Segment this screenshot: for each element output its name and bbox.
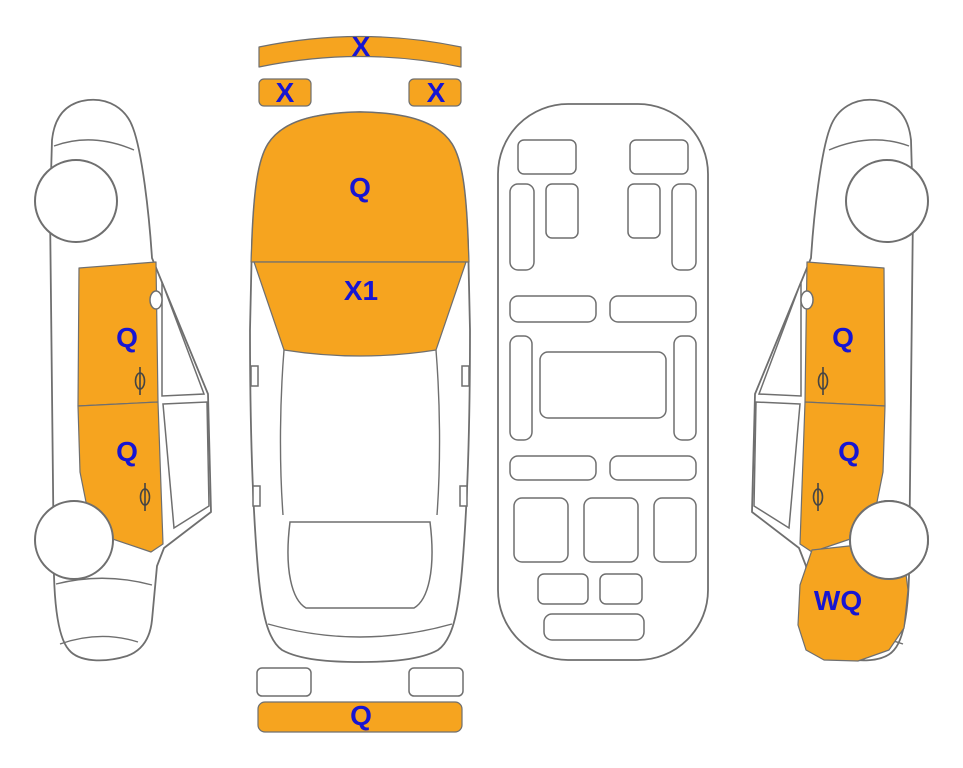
underside-component — [609, 295, 697, 323]
rear-window — [287, 521, 433, 609]
underside-component — [609, 455, 697, 481]
top-view-panel — [249, 35, 471, 733]
door-seam-mark — [459, 485, 468, 507]
damage-code-hood: Q — [349, 172, 371, 203]
roof-right-line — [435, 349, 441, 516]
underside-component — [629, 139, 689, 175]
right-side-view-panel — [751, 98, 929, 662]
damage-code-right-front-door: Q — [832, 322, 854, 353]
damage-code-left-front-door: Q — [116, 322, 138, 353]
front-right-corner-zone — [408, 78, 462, 107]
rear-right-corner-piece — [408, 667, 464, 697]
underside-component — [509, 183, 535, 271]
underside-component — [673, 335, 697, 441]
underside-component — [509, 455, 597, 481]
damage-code-front-left-corner: X — [275, 77, 295, 108]
underside-component — [599, 573, 643, 605]
underside-component — [509, 335, 533, 441]
damage-code-right-rear-door: Q — [838, 436, 860, 467]
damage-code-front-bumper: X — [351, 31, 371, 62]
damage-code-left-rear-door: Q — [116, 436, 138, 467]
underside-component — [545, 183, 579, 239]
damage-code-rear-bumper: Q — [350, 700, 372, 731]
underside-component — [627, 183, 661, 239]
left-side-view-panel — [34, 98, 212, 662]
underside-view-panel — [497, 103, 709, 661]
door-seam-mark — [461, 365, 470, 387]
underside-component — [543, 613, 645, 641]
damage-code-windshield: X1 — [343, 275, 379, 306]
front-bumper-zone — [258, 35, 462, 68]
door-seam-mark — [250, 365, 259, 387]
trunk-line — [267, 623, 453, 638]
damage-code-front-right-corner: X — [426, 77, 446, 108]
rear-left-corner-piece — [256, 667, 312, 697]
underside-component — [583, 497, 639, 563]
underside-component — [539, 351, 667, 419]
underside-component — [537, 573, 589, 605]
underside-component — [517, 139, 577, 175]
underside-component — [671, 183, 697, 271]
front-left-corner-zone — [258, 78, 312, 107]
damage-code-right-rear-quarter: WQ — [813, 585, 863, 616]
underside-component — [513, 497, 569, 563]
roof-left-line — [279, 349, 285, 516]
rear-bumper-zone — [257, 701, 463, 733]
underside-component — [509, 295, 597, 323]
door-seam-mark — [252, 485, 261, 507]
rear-wheel — [849, 500, 929, 580]
underside-component — [653, 497, 697, 563]
